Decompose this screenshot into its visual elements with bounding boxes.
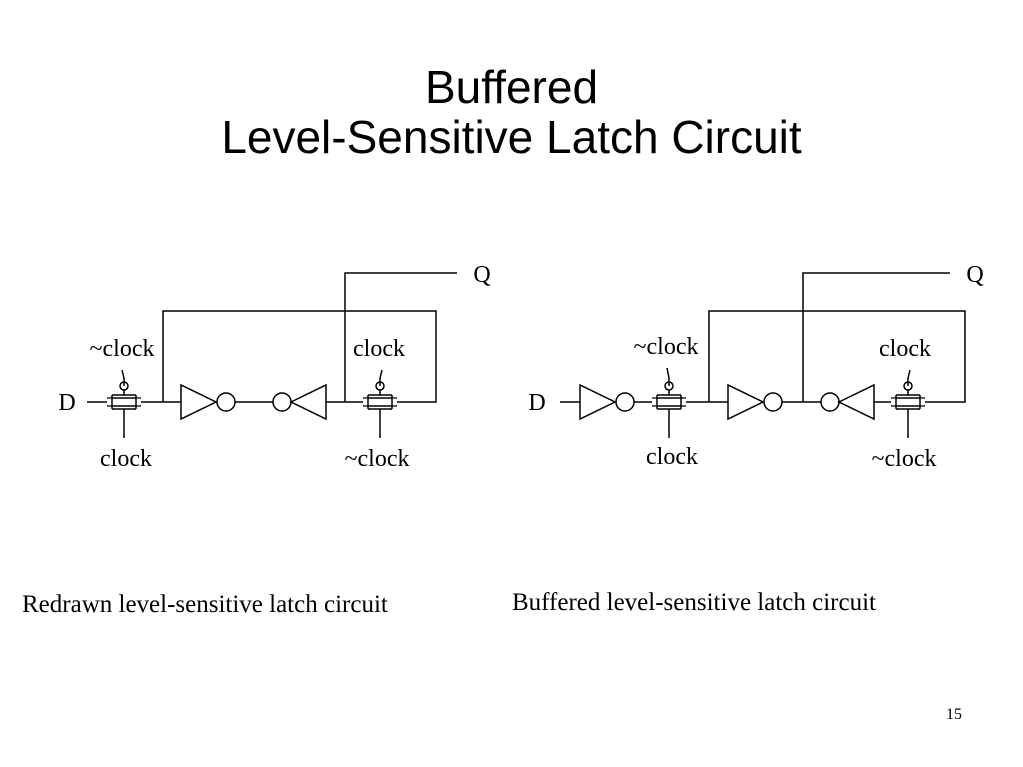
right-input-label: D — [528, 390, 545, 416]
left-tg2-top-label: clock — [353, 336, 405, 362]
left-caption: Redrawn level-sensitive latch circuit — [22, 591, 388, 618]
right-feedback-wire — [708, 310, 966, 403]
right-caption: Buffered level-sensitive latch circuit — [512, 589, 876, 616]
right-inverter-2 — [820, 383, 875, 421]
right-input-inverter — [579, 383, 635, 421]
right-tg2-bottom-label: ~clock — [872, 446, 937, 472]
left-output-wire — [344, 272, 457, 402]
left-feedback-wire — [162, 310, 437, 403]
left-inverter-2 — [272, 383, 327, 421]
slide-title: Buffered Level-Sensitive Latch Circuit — [0, 62, 1023, 162]
left-inverter-1 — [180, 383, 236, 421]
left-tg1-top-label: ~clock — [90, 336, 155, 362]
right-output-label: Q — [966, 262, 983, 288]
page-number: 15 — [946, 706, 962, 723]
left-tg1-bottom-label: clock — [100, 446, 152, 472]
right-transmission-gate-2 — [890, 381, 926, 415]
left-transmission-gate-2 — [362, 381, 398, 415]
left-input-label: D — [58, 390, 75, 416]
title-line-2: Level-Sensitive Latch Circuit — [221, 111, 802, 163]
right-output-wire — [802, 272, 950, 402]
right-transmission-gate-1 — [651, 381, 687, 415]
right-inverter-1 — [727, 383, 783, 421]
title-line-1: Buffered — [424, 61, 599, 113]
right-circuit: D Q ~clock clock clock ~clock — [528, 262, 983, 472]
left-output-label: Q — [473, 262, 490, 288]
right-tg1-top-label: ~clock — [634, 334, 699, 360]
right-tg1-bottom-label: clock — [646, 444, 698, 470]
left-transmission-gate-1 — [106, 381, 142, 415]
right-tg2-top-label: clock — [879, 336, 931, 362]
left-tg2-bottom-label: ~clock — [345, 446, 410, 472]
left-circuit: D Q ~clock clock clock ~clock — [58, 262, 490, 472]
